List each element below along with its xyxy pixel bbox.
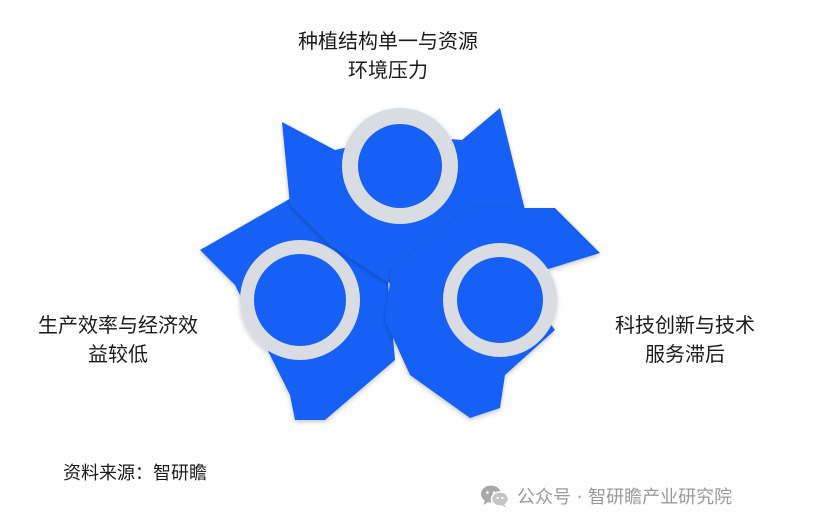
label-left-line-2: 益较低 <box>88 342 148 366</box>
label-right-line-2: 服务滞后 <box>645 342 725 366</box>
petal-right <box>385 208 600 418</box>
watermark-text: 公众号 · 智研瞻产业研究院 <box>517 487 733 508</box>
label-right-line-1: 科技创新与技术 <box>615 313 755 337</box>
label-top-line-1: 种植结构单一与资源 <box>298 29 478 53</box>
wechat-icon <box>481 485 510 508</box>
label-left: 生产效率与经济效 益较低 <box>18 311 218 369</box>
source-note: 资料来源：智研瞻 <box>63 463 207 484</box>
label-top: 种植结构单一与资源 环境压力 <box>258 27 518 85</box>
watermark: 公众号 · 智研瞻产业研究院 <box>480 483 732 509</box>
label-top-line-2: 环境压力 <box>348 58 428 82</box>
label-left-line-1: 生产效率与经济效 <box>38 313 198 337</box>
label-right: 科技创新与技术 服务滞后 <box>585 311 785 369</box>
petal-top <box>282 108 525 290</box>
